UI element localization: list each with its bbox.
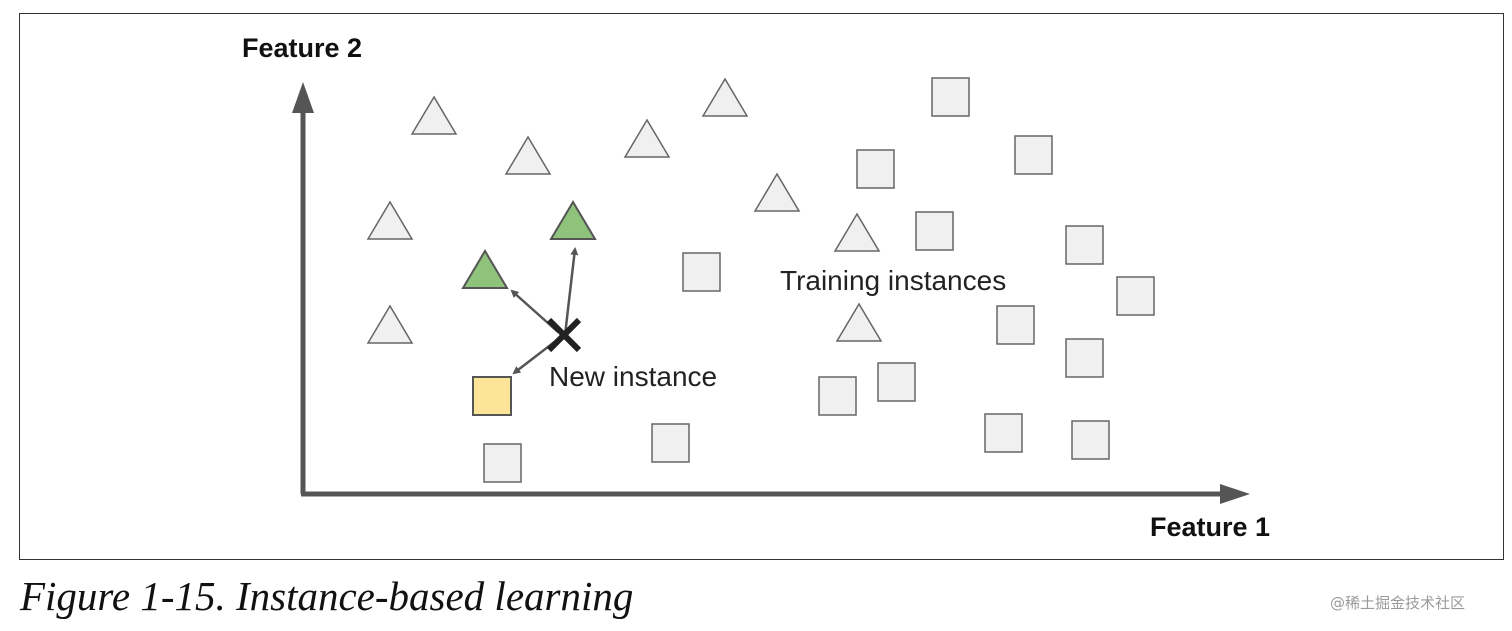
triangle-icon bbox=[366, 200, 414, 240]
neighbor-arrows bbox=[510, 247, 579, 375]
new-instance-label: New instance bbox=[549, 361, 717, 392]
watermark: @稀土掘金技术社区 bbox=[1330, 594, 1466, 612]
x-cross-icon bbox=[546, 317, 582, 353]
axes: Feature 2 Feature 1 bbox=[242, 33, 1270, 542]
arrow-to-green-triangle-top bbox=[563, 247, 579, 336]
square-icon bbox=[1065, 225, 1104, 265]
triangle-icon bbox=[753, 172, 801, 212]
triangle-icon bbox=[410, 95, 458, 135]
triangle-icon bbox=[504, 135, 552, 175]
triangle-icon bbox=[623, 118, 671, 158]
square-icon bbox=[1065, 338, 1104, 378]
square-icon bbox=[1116, 276, 1155, 316]
square-icon bbox=[856, 149, 895, 189]
triangle-icon bbox=[835, 302, 883, 342]
square-icon bbox=[483, 443, 522, 483]
triangle-icon bbox=[833, 212, 881, 252]
neighbor-triangle-icon bbox=[549, 200, 597, 240]
y-axis-arrowhead bbox=[292, 82, 314, 113]
square-icon bbox=[877, 362, 916, 402]
figure-caption: Figure 1-15. Instance-based learning bbox=[20, 573, 634, 619]
training-instances-label: Training instances bbox=[780, 265, 1006, 296]
training-triangles bbox=[366, 77, 883, 344]
triangle-icon bbox=[366, 304, 414, 344]
x-axis-title: Feature 1 bbox=[1150, 512, 1270, 542]
neighbor-triangle-icon bbox=[461, 249, 509, 289]
y-axis-title: Feature 2 bbox=[242, 33, 362, 63]
square-icon bbox=[996, 305, 1035, 345]
square-icon bbox=[682, 252, 721, 292]
square-icon bbox=[651, 423, 690, 463]
figure-frame bbox=[19, 13, 1504, 560]
x-axis-arrowhead bbox=[1220, 484, 1250, 504]
square-icon bbox=[818, 376, 857, 416]
training-squares bbox=[483, 77, 1155, 483]
square-icon bbox=[1071, 420, 1110, 460]
square-icon bbox=[984, 413, 1023, 453]
triangle-icon bbox=[701, 77, 749, 117]
square-icon bbox=[931, 77, 970, 117]
square-icon bbox=[915, 211, 954, 251]
neighbor-square-icon bbox=[472, 376, 512, 416]
nearest-neighbors bbox=[461, 200, 597, 416]
square-icon bbox=[1014, 135, 1053, 175]
